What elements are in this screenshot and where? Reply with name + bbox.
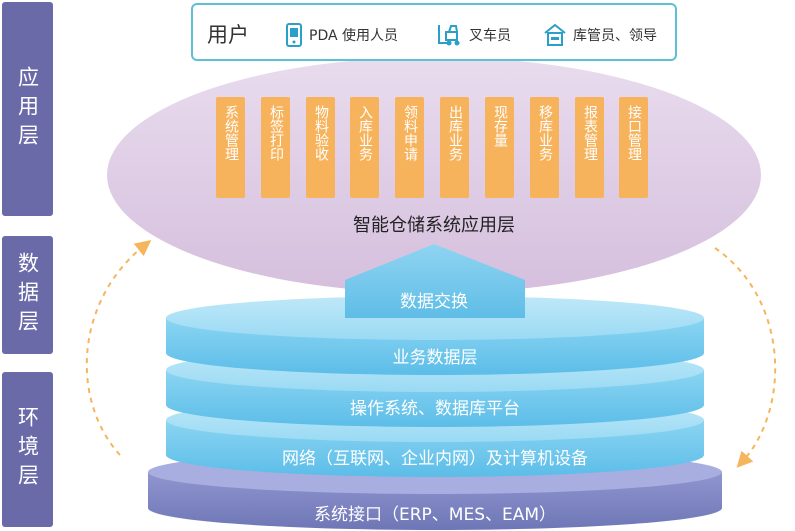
module-label: 物料验收	[313, 105, 329, 161]
warehouse-manager-icon	[544, 23, 566, 46]
data-exchange-label: 数据交换	[400, 292, 468, 312]
stack-label-interface: 系统接口（ERP、MES、EAM）	[313, 505, 557, 525]
module-label: 标签打印	[268, 105, 284, 161]
layer-label-environment: 环境层	[2, 372, 53, 527]
role-manager: 库管员、领导	[543, 23, 657, 47]
layer-label-text: 环境层	[15, 406, 40, 493]
module-label-printing[interactable]: 标签打印	[261, 97, 290, 198]
role-forklift: 叉车员	[437, 23, 511, 47]
module-label: 移库业务	[537, 105, 553, 161]
module-material-inspection[interactable]: 物料验收	[306, 97, 335, 198]
right-dashed-arrow	[714, 247, 777, 468]
module-material-request[interactable]: 领料申请	[395, 97, 424, 198]
layer-label-text: 数据层	[15, 251, 40, 339]
users-panel: 用户 PDA 使用人员 叉车员 库管员、领导	[191, 3, 677, 61]
module-system-management[interactable]: 系统管理	[216, 97, 245, 198]
module-label: 领料申请	[402, 105, 418, 161]
layer-label-text: 应用层	[15, 65, 40, 153]
pda-icon	[286, 23, 302, 47]
forklift-icon	[438, 25, 460, 46]
module-stock-on-hand[interactable]: 现存量	[485, 97, 514, 198]
module-label: 出库业务	[447, 105, 463, 161]
module-label: 系统管理	[223, 105, 239, 161]
module-transfer[interactable]: 移库业务	[530, 97, 559, 198]
role-label: 叉车员	[469, 28, 511, 44]
application-layer-title: 智能仓储系统应用层	[353, 215, 515, 236]
stack-label-business-data: 业务数据层	[392, 348, 478, 368]
stack-label-os: 操作系统、数据库平台	[350, 399, 520, 419]
role-pda: PDA 使用人员	[285, 23, 398, 47]
module-inbound[interactable]: 入库业务	[350, 97, 379, 198]
module-interface-management[interactable]: 接口管理	[619, 97, 648, 198]
module-reports[interactable]: 报表管理	[575, 97, 604, 198]
module-label: 现存量	[492, 105, 508, 147]
data-exchange-arrow	[345, 244, 525, 318]
stack-label-network: 网络（互联网、企业内网）及计算机设备	[282, 449, 588, 469]
role-label: PDA 使用人员	[309, 28, 399, 44]
module-outbound[interactable]: 出库业务	[440, 97, 469, 198]
module-label: 入库业务	[357, 105, 373, 161]
layer-label-application: 应用层	[2, 2, 53, 216]
layer-label-data: 数据层	[2, 236, 53, 354]
users-title: 用户	[207, 23, 249, 47]
left-dashed-arrow	[85, 240, 152, 456]
role-label: 库管员、领导	[573, 28, 657, 44]
module-label: 接口管理	[626, 105, 642, 161]
module-label: 报表管理	[582, 105, 598, 161]
